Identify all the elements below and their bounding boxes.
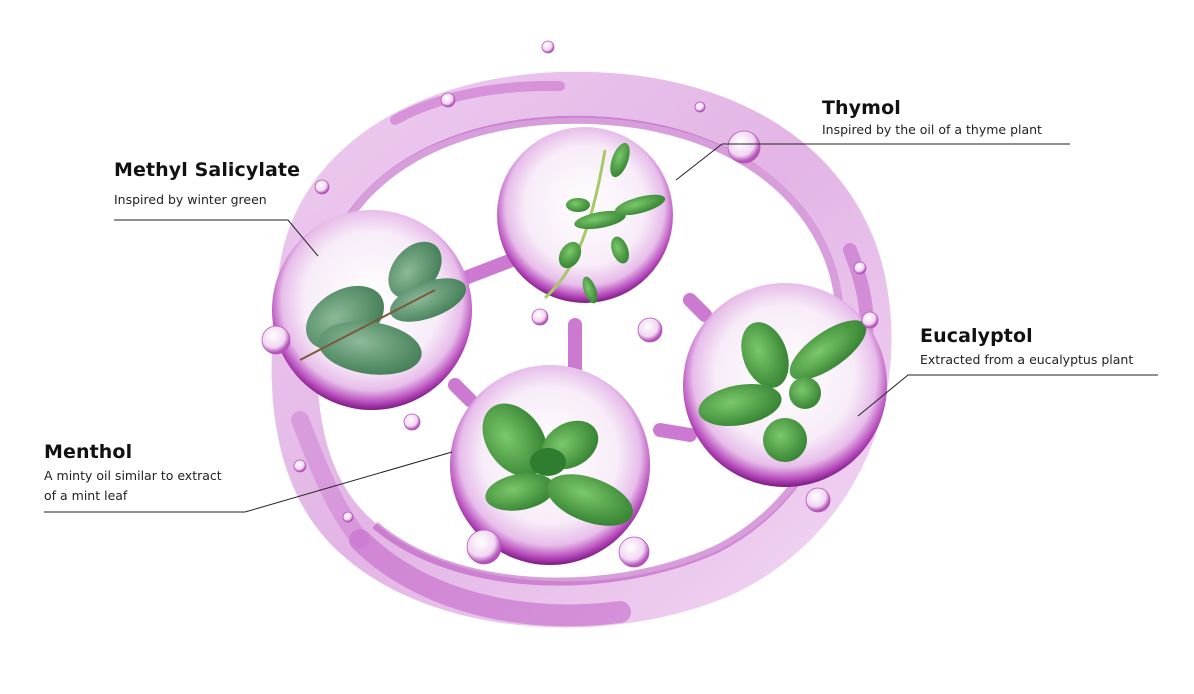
sphere-methyl-salicylate [272, 210, 472, 410]
ingredient-title: Eucalyptol [920, 325, 1033, 347]
ingredient-title: Thymol [822, 97, 901, 119]
sphere-menthol [450, 365, 650, 565]
ingredient-description: Inspired by the oil of a thyme plant [822, 122, 1042, 137]
label-menthol: Menthol A minty oil similar to extract o… [44, 440, 222, 506]
ingredient-title: Menthol [44, 441, 133, 463]
ingredient-title: Methyl Salicylate [114, 159, 301, 181]
leader-line-methyl-salicylate [114, 219, 319, 257]
leader-line-thymol [675, 143, 1070, 181]
ingredient-description-line1: A minty oil similar to extract [44, 468, 222, 483]
sphere-connectors [448, 253, 712, 442]
ingredient-description-line2: of a mint leaf [44, 488, 128, 503]
leader-line-menthol [44, 451, 453, 513]
label-eucalyptol: Eucalyptol Extracted from a eucalyptus p… [920, 324, 1133, 370]
sphere-eucalyptol [683, 283, 887, 487]
droplets [261, 40, 879, 568]
label-thymol: Thymol Inspired by the oil of a thyme pl… [822, 96, 1042, 140]
sphere-thymol [497, 127, 673, 304]
leader-lines [44, 143, 1158, 513]
ingredient-description: Inspired by winter green [114, 192, 267, 207]
ingredient-description: Extracted from a eucalyptus plant [920, 352, 1134, 367]
label-methyl-salicylate: Methyl Salicylate Inspired by winter gre… [114, 158, 300, 210]
leader-line-eucalyptol [857, 374, 1158, 417]
